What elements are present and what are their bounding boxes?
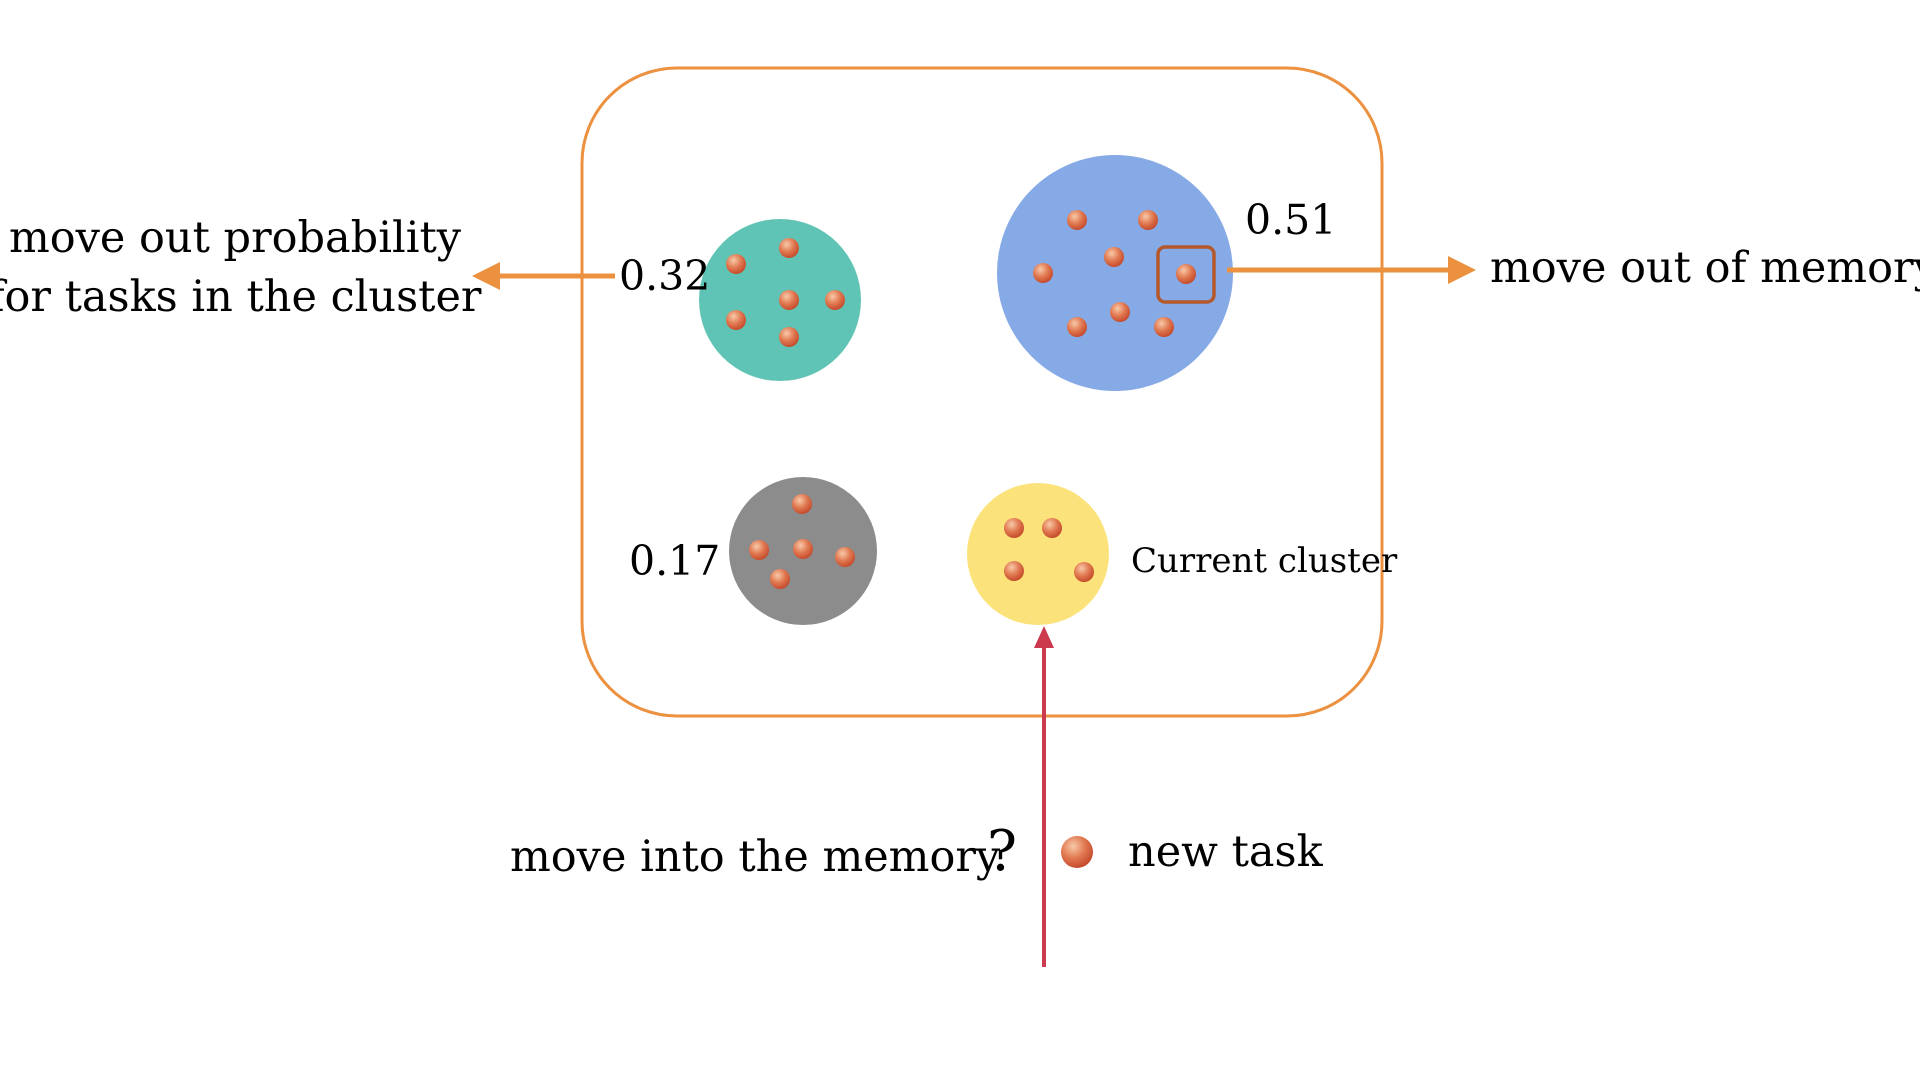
selected-task-box (1156, 245, 1216, 304)
move-out-probability-arrow (472, 262, 615, 290)
new-task-dot (1061, 836, 1093, 868)
task-dot (779, 327, 799, 347)
task-dot (792, 494, 812, 514)
teal-cluster-probability: 0.32 (619, 252, 710, 300)
move-into-memory-label: move into the memory (510, 832, 1001, 882)
new-task-label: new task (1128, 827, 1324, 877)
move-out-of-memory-arrow (1227, 256, 1476, 284)
current-cluster-circle (967, 483, 1109, 625)
blue-cluster (997, 155, 1233, 391)
task-dot (1074, 562, 1094, 582)
task-dot (1004, 561, 1024, 581)
task-dot (1104, 247, 1124, 267)
task-dot (779, 290, 799, 310)
task-dot (1067, 210, 1087, 230)
task-dot (835, 547, 855, 567)
gray-cluster-probability: 0.17 (629, 537, 720, 585)
task-dot (1154, 317, 1174, 337)
task-dot (749, 540, 769, 560)
current-cluster (967, 483, 1109, 625)
current-cluster-label: Current cluster (1131, 541, 1398, 581)
teal-cluster (699, 219, 861, 381)
task-dot (779, 238, 799, 258)
task-dot (1004, 518, 1024, 538)
task-dot (1138, 210, 1158, 230)
task-dot (1042, 518, 1062, 538)
task-dot (825, 290, 845, 310)
task-dot (1067, 317, 1087, 337)
task-dot (1033, 263, 1053, 283)
task-dot (1176, 264, 1196, 284)
task-dot (726, 310, 746, 330)
task-dot (770, 569, 790, 589)
move-out-of-memory-label: move out of memory (1490, 243, 1920, 293)
task-dot (726, 254, 746, 274)
blue-cluster-circle (997, 155, 1233, 391)
memory-container (580, 66, 1384, 718)
blue-cluster-probability: 0.51 (1245, 196, 1336, 244)
gray-cluster (729, 477, 877, 625)
move-out-probability-label-line2: for tasks in the cluster (0, 272, 482, 322)
task-dot (793, 539, 813, 559)
task-dot (1110, 302, 1130, 322)
move-out-probability-label-line1: move out probability (9, 213, 462, 263)
move-into-memory-question-mark: ? (987, 819, 1017, 884)
move-into-memory-arrow (1034, 626, 1054, 967)
